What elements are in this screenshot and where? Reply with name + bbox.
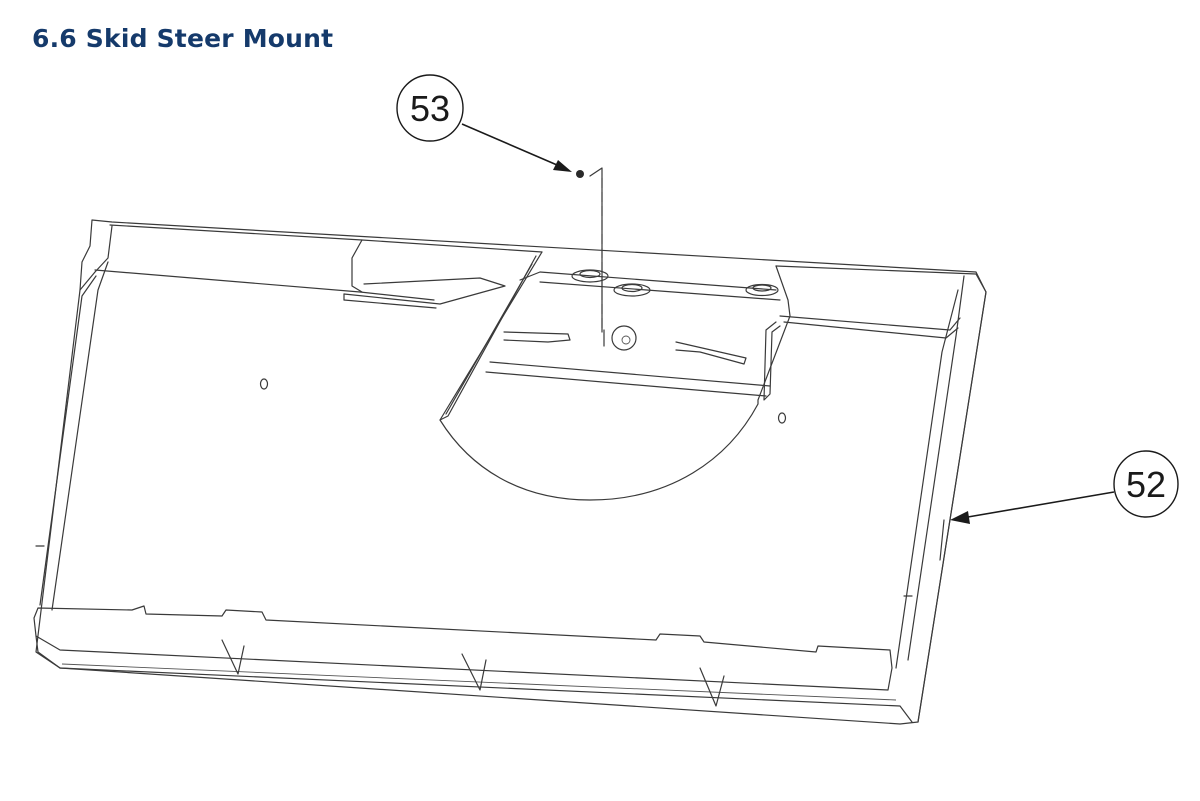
- callout-52: 52: [950, 450, 1179, 524]
- callout-53-label: 53: [410, 88, 450, 129]
- fastener-53: [576, 167, 603, 333]
- callout-53: 53: [396, 74, 572, 172]
- mount-holes: [259, 378, 787, 424]
- callout-52-label: 52: [1126, 464, 1166, 505]
- mount-plate: [33, 219, 987, 725]
- cutaway-section: [439, 251, 791, 501]
- section-title: 6.6 Skid Steer Mount: [32, 24, 334, 53]
